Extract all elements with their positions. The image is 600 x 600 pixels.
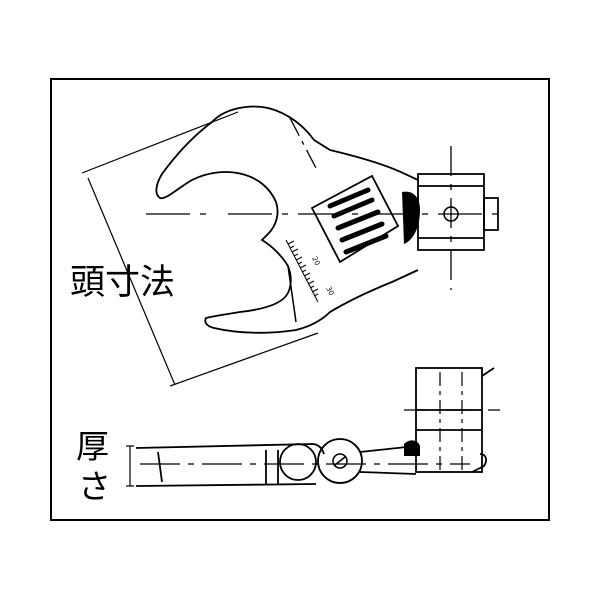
worm-housing	[310, 174, 400, 264]
head-size-label: 頭寸法	[70, 263, 175, 303]
scale-mark-upper: 20	[310, 255, 321, 267]
side-head-block	[415, 367, 495, 473]
thickness-label-line1: 厚	[76, 427, 109, 466]
pivot-outer-ring	[279, 443, 317, 481]
handle-side-body	[135, 443, 325, 487]
thickness-label-line2: さ	[78, 467, 111, 506]
side-shade	[404, 440, 420, 456]
wrench-side-view: 厚 さ	[76, 367, 500, 506]
jaw-scale	[285, 239, 319, 303]
jaw-inner-face	[287, 265, 297, 323]
scale-mark-lower: 30	[324, 285, 335, 297]
worm-gear-teeth	[327, 187, 389, 255]
top-centerlines	[146, 117, 506, 290]
housing-shade	[402, 191, 420, 244]
side-centerlines	[140, 372, 500, 470]
diagram-frame	[50, 78, 550, 521]
pivot-disc	[317, 438, 363, 484]
thickness-dimension	[126, 445, 134, 487]
wrench-top-view: 20 30 頭寸法	[70, 105, 506, 387]
head-dimension-lines	[81, 111, 319, 387]
wrench-jaw-outline	[155, 105, 419, 334]
pivot-screw	[332, 453, 348, 469]
